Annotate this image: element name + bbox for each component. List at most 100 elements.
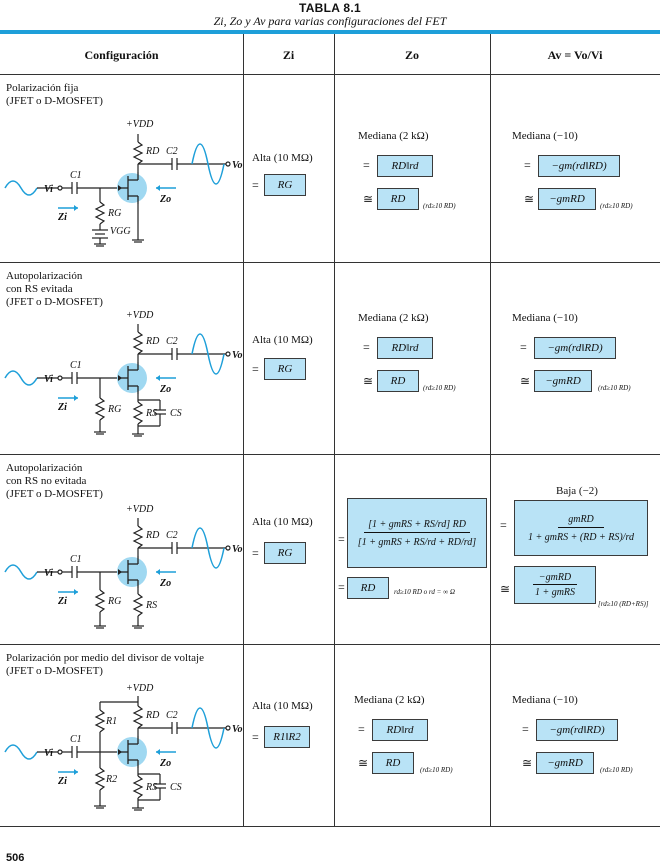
svg-text:VGG: VGG bbox=[110, 226, 131, 237]
equals: = bbox=[358, 722, 365, 736]
equals: = bbox=[252, 730, 259, 744]
zo-approx-box: RD bbox=[372, 752, 414, 774]
approx: ≅ bbox=[358, 756, 369, 770]
av-formula-box: −gm(rd‖RD) bbox=[536, 719, 618, 741]
svg-text:+VDD: +VDD bbox=[126, 310, 154, 321]
divider bbox=[0, 262, 660, 263]
zo-condition: (rd≥10 RD) bbox=[420, 766, 453, 774]
av-formula-box: gmRD 1 + gmRS + (RD + RS)/rd bbox=[514, 500, 648, 556]
approx: ≅ bbox=[363, 192, 374, 206]
approx: ≅ bbox=[522, 756, 533, 770]
equals: = bbox=[252, 362, 259, 376]
av-approx-box: −gmRD bbox=[536, 752, 594, 774]
approx: ≅ bbox=[524, 192, 535, 206]
approx: ≅ bbox=[520, 374, 531, 388]
page-number: 506 bbox=[6, 852, 25, 864]
svg-text:RS: RS bbox=[145, 408, 157, 419]
svg-text:Vo: Vo bbox=[232, 160, 243, 171]
header-zo: Zo bbox=[404, 47, 419, 62]
equals: = bbox=[338, 532, 345, 546]
svg-text:Zi: Zi bbox=[57, 212, 67, 223]
zi-label: Alta (10 MΩ) bbox=[252, 516, 313, 528]
av-approx-box: −gmRD 1 + gmRS bbox=[514, 566, 596, 604]
zo-label: Mediana (2 kΩ) bbox=[354, 694, 425, 706]
av-approx-box: −gmRD bbox=[534, 370, 592, 392]
svg-text:Zo: Zo bbox=[159, 758, 171, 769]
divider bbox=[0, 826, 660, 827]
svg-text:RD: RD bbox=[145, 336, 160, 347]
circuit-voltage-divider: +VDD RD R1 R2 C2 C1 RS CS Vi Vo Zi Zo bbox=[4, 683, 243, 811]
zo-formula-box: RD‖rd bbox=[372, 719, 428, 741]
av-condition: (rd≥10 RD) bbox=[598, 384, 631, 392]
approx: ≅ bbox=[500, 582, 511, 596]
svg-text:RG: RG bbox=[107, 404, 121, 415]
equals: = bbox=[252, 546, 259, 560]
equals: = bbox=[522, 722, 529, 736]
header-bar bbox=[0, 30, 660, 34]
header-av: Av = Vo/Vi bbox=[547, 47, 603, 62]
circuit-self-bias-bypassed: +VDD RD C2 C1 RG RS CS Vi Vo Zi Zo bbox=[4, 310, 243, 437]
zo-condition: (rd≥10 RD) bbox=[423, 202, 456, 210]
svg-text:RS: RS bbox=[145, 600, 157, 611]
av-formula-box: −gm(rd‖RD) bbox=[538, 155, 620, 177]
svg-text:Vo: Vo bbox=[232, 544, 243, 555]
svg-text:Zo: Zo bbox=[159, 194, 171, 205]
equals: = bbox=[338, 580, 345, 594]
zo-condition: (rd≥10 RD) bbox=[423, 384, 456, 392]
svg-text:Zi: Zi bbox=[57, 596, 67, 607]
row-title: Polarización por medio del divisor de vo… bbox=[6, 652, 204, 677]
svg-text:RD: RD bbox=[145, 146, 160, 157]
divider bbox=[490, 34, 491, 826]
zo-approx-box: RD bbox=[347, 577, 389, 599]
svg-text:C2: C2 bbox=[166, 336, 178, 347]
svg-text:C1: C1 bbox=[70, 170, 82, 181]
zi-formula-box: RG bbox=[264, 358, 306, 380]
circuit-self-bias-unbypassed: +VDD RD C2 C1 RG RS Vi Vo Zi Zo bbox=[4, 504, 243, 629]
svg-text:Vi: Vi bbox=[44, 748, 53, 759]
svg-text:Vo: Vo bbox=[232, 350, 243, 361]
svg-text:Zi: Zi bbox=[57, 776, 67, 787]
svg-text:Zo: Zo bbox=[159, 384, 171, 395]
equals: = bbox=[524, 158, 531, 172]
approx: ≅ bbox=[363, 374, 374, 388]
av-condition: (rd≥10 RD) bbox=[600, 202, 633, 210]
svg-text:C1: C1 bbox=[70, 734, 82, 745]
svg-text:Zi: Zi bbox=[57, 402, 67, 413]
zi-label: Alta (10 MΩ) bbox=[252, 334, 313, 346]
table-subtitle: Zi, Zo y Av para varias configuraciones … bbox=[213, 14, 447, 28]
zi-formula-box: RG bbox=[264, 174, 306, 196]
zo-approx-box: RD bbox=[377, 188, 419, 210]
equals: = bbox=[252, 178, 259, 192]
table-title: TABLA 8.1 bbox=[298, 1, 362, 15]
zi-label: Alta (10 MΩ) bbox=[252, 152, 313, 164]
zo-formula-box: [1 + gmRS + RS/rd] RD [1 + gmRS + RS/rd … bbox=[347, 498, 487, 568]
row-title: Polarización fija(JFET o D-MOSFET) bbox=[6, 82, 103, 107]
equals: = bbox=[520, 340, 527, 354]
zo-label: Mediana (2 kΩ) bbox=[358, 312, 429, 324]
equals: = bbox=[363, 158, 370, 172]
divider bbox=[0, 74, 660, 75]
av-label: Mediana (−10) bbox=[512, 694, 578, 706]
header-config: Configuración bbox=[84, 47, 159, 62]
zo-formula-box: RD‖rd bbox=[377, 337, 433, 359]
svg-text:Vi: Vi bbox=[44, 184, 53, 195]
equals: = bbox=[363, 340, 370, 354]
svg-text:RG: RG bbox=[107, 596, 121, 607]
svg-text:C2: C2 bbox=[166, 146, 178, 157]
av-approx-box: −gmRD bbox=[538, 188, 596, 210]
zi-formula-box: RG bbox=[264, 542, 306, 564]
zo-label: Mediana (2 kΩ) bbox=[358, 130, 429, 142]
zo-formula-box: RD‖rd bbox=[377, 155, 433, 177]
svg-text:C1: C1 bbox=[70, 554, 82, 565]
svg-text:RG: RG bbox=[107, 208, 121, 219]
zo-condition: rd≥10 RD o rd = ∞ Ω bbox=[394, 588, 455, 596]
av-label: Mediana (−10) bbox=[512, 130, 578, 142]
svg-text:RD: RD bbox=[145, 530, 160, 541]
svg-text:C2: C2 bbox=[166, 710, 178, 721]
svg-text:CS: CS bbox=[170, 782, 182, 793]
av-formula-box: −gm(rd‖RD) bbox=[534, 337, 616, 359]
svg-text:Zo: Zo bbox=[159, 578, 171, 589]
svg-text:Vi: Vi bbox=[44, 374, 53, 385]
svg-text:C1: C1 bbox=[70, 360, 82, 371]
